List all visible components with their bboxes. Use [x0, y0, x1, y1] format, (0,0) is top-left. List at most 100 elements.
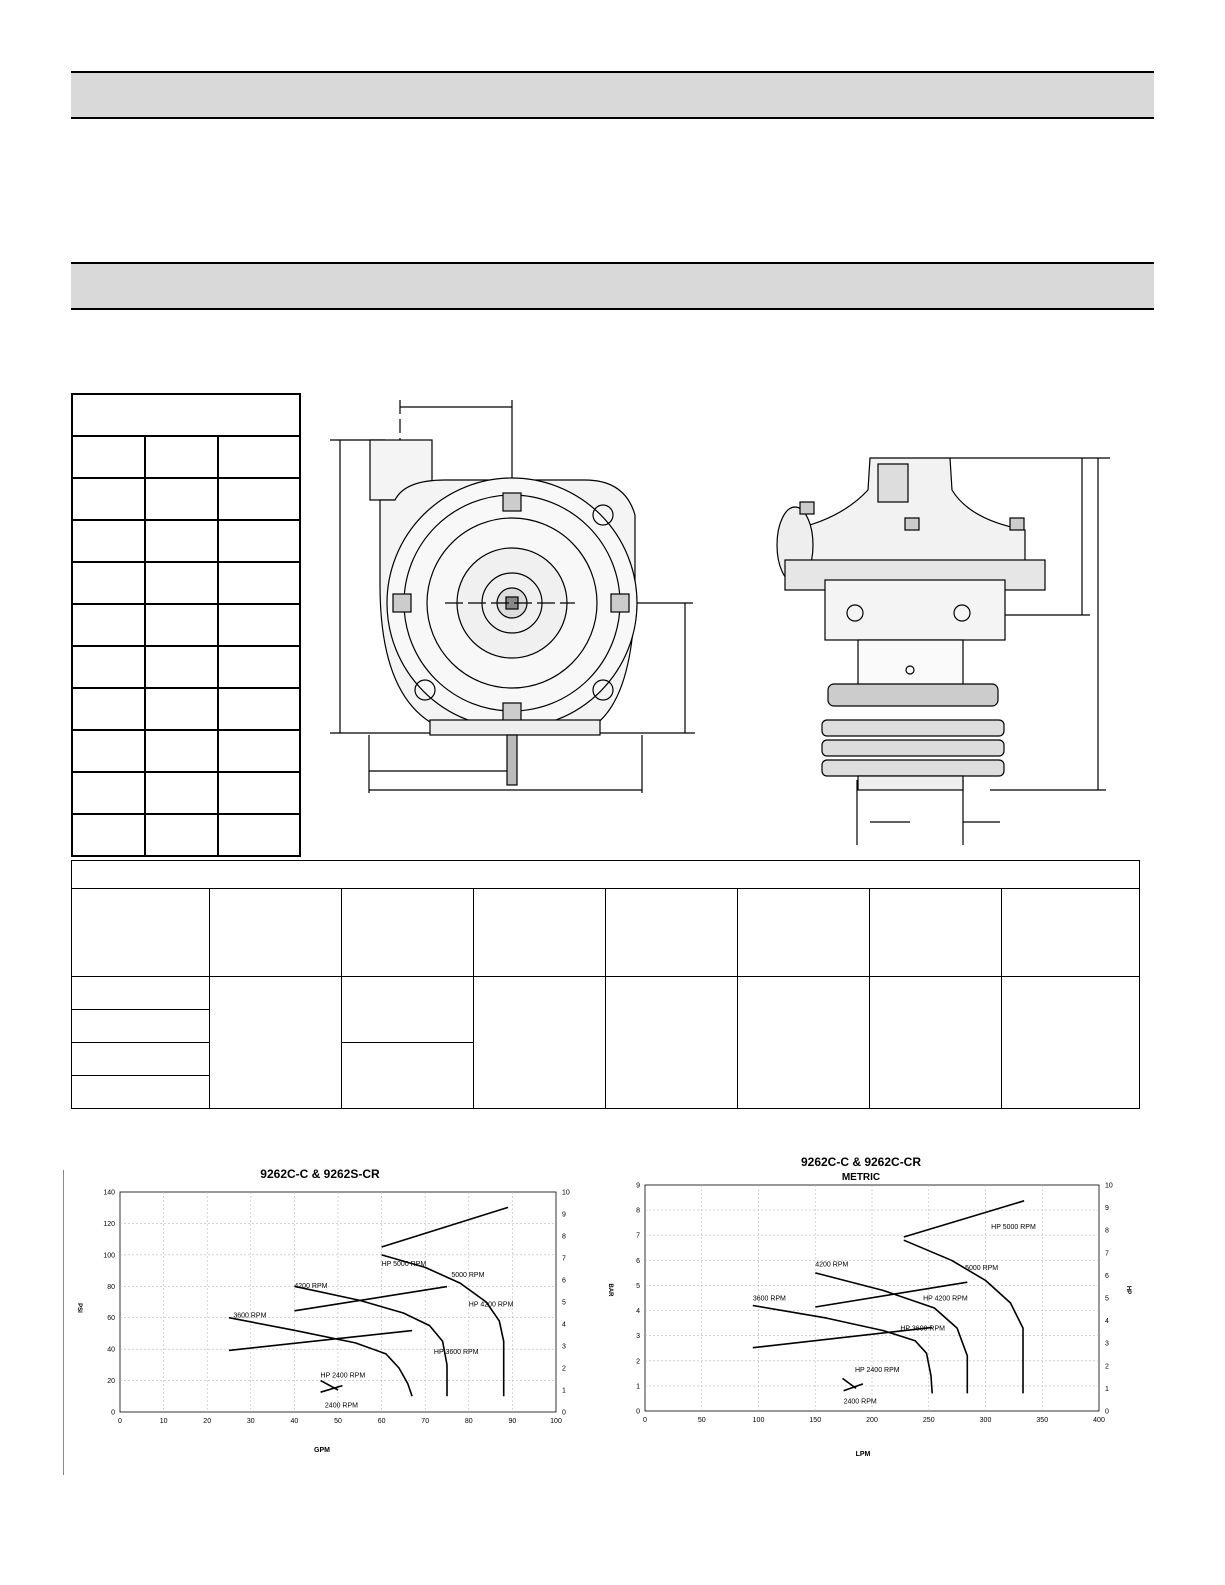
y2-tick-label: 2: [1105, 1363, 1109, 1370]
chart-title: 9262C-C & 9262C-CR: [801, 1155, 921, 1169]
series-line: [903, 1239, 1024, 1394]
series-line: [815, 1281, 968, 1308]
x-tick-label: 50: [334, 1418, 342, 1425]
x-tick-label: 60: [378, 1418, 386, 1425]
y2-tick-label: 9: [1105, 1205, 1109, 1212]
y-tick-label: 0: [636, 1409, 640, 1416]
y2-tick-label: 9: [562, 1212, 566, 1219]
x-tick-label: 10: [160, 1418, 168, 1425]
y-tick-label: 6: [636, 1258, 640, 1265]
curve-label: HP 2400 RPM: [855, 1367, 900, 1374]
y-tick-label: 60: [107, 1315, 115, 1322]
chart-y2-axis-label: HP: [1125, 1286, 1131, 1294]
x-tick-label: 90: [509, 1418, 517, 1425]
series-line: [320, 1384, 343, 1393]
y-tick-label: 5: [636, 1283, 640, 1290]
table-row: [71, 645, 301, 689]
table-row: [71, 603, 301, 647]
dimension-table-header: [71, 393, 301, 437]
series-line: [381, 1254, 505, 1397]
y2-tick-label: 4: [1105, 1318, 1109, 1325]
curve-label: 4200 RPM: [815, 1262, 848, 1269]
x-tick-label: 400: [1093, 1417, 1105, 1424]
y-tick-label: 0: [111, 1410, 115, 1417]
chart-subtitle: METRIC: [842, 1172, 880, 1183]
table-row: [71, 771, 301, 815]
x-tick-label: 80: [465, 1418, 473, 1425]
table-row: [71, 687, 301, 731]
x-tick-label: 70: [421, 1418, 429, 1425]
y2-tick-label: 1: [562, 1388, 566, 1395]
curve-label: 4200 RPM: [294, 1283, 327, 1290]
y-tick-label: 8: [636, 1208, 640, 1215]
table-row: [71, 1009, 1140, 1043]
y2-tick-label: 7: [1105, 1250, 1109, 1257]
x-tick-label: 20: [203, 1418, 211, 1425]
y-tick-label: 120: [103, 1221, 115, 1228]
table-row: [71, 976, 1140, 1109]
x-tick-label: 100: [753, 1417, 765, 1424]
chart-y-axis-label: BAR: [607, 1284, 613, 1298]
y2-tick-label: 8: [1105, 1228, 1109, 1235]
curve-label: HP 4200 RPM: [469, 1302, 514, 1309]
y2-tick-label: 6: [1105, 1273, 1109, 1280]
y2-tick-label: 3: [1105, 1341, 1109, 1348]
curve-label: HP 5000 RPM: [991, 1224, 1036, 1231]
x-tick-label: 100: [550, 1418, 562, 1425]
table-row: [71, 813, 301, 857]
curve-label: 3600 RPM: [753, 1296, 786, 1303]
x-tick-label: 50: [698, 1417, 706, 1424]
series-line: [294, 1285, 448, 1312]
margin-rule: [63, 1170, 64, 1475]
table-row: [71, 561, 301, 605]
y-tick-label: 7: [636, 1233, 640, 1240]
series-line: [903, 1200, 1025, 1238]
series-line: [752, 1304, 933, 1394]
y2-tick-label: 5: [562, 1300, 566, 1307]
curve-label: HP 4200 RPM: [923, 1296, 968, 1303]
series-line: [228, 1316, 413, 1397]
section-header-band-2: [71, 262, 1154, 310]
spec-table: [71, 860, 1140, 1109]
curve-label: 5000 RPM: [451, 1272, 484, 1279]
spec-table-header-row: [71, 888, 1140, 977]
series-line: [752, 1326, 933, 1349]
dimension-table: [71, 393, 301, 857]
y2-tick-label: 3: [562, 1344, 566, 1351]
y-tick-label: 3: [636, 1333, 640, 1340]
y2-tick-label: 1: [1105, 1386, 1109, 1393]
x-tick-label: 30: [247, 1418, 255, 1425]
x-tick-label: 250: [923, 1417, 935, 1424]
curve-label: HP 5000 RPM: [382, 1261, 427, 1268]
series-line: [228, 1329, 413, 1352]
y2-tick-label: 8: [562, 1234, 566, 1241]
series-line: [381, 1206, 509, 1248]
x-tick-label: 40: [291, 1418, 299, 1425]
y2-tick-label: 6: [562, 1278, 566, 1285]
chart-title: 9262C-C & 9262S-CR: [260, 1167, 380, 1181]
chart-x-axis-label: GPM: [314, 1447, 330, 1454]
chart-y-axis-label: PSI: [76, 1303, 82, 1313]
y-tick-label: 100: [103, 1252, 115, 1259]
y2-tick-label: 0: [1105, 1409, 1109, 1416]
curve-label: 2400 RPM: [844, 1398, 877, 1405]
section-header-band-1: [71, 71, 1154, 119]
y-tick-label: 20: [107, 1378, 115, 1385]
series-line: [815, 1272, 969, 1394]
curve-label: HP 3600 RPM: [434, 1349, 479, 1356]
series-line: [843, 1383, 864, 1392]
pump-side-view-drawing: [776, 457, 1110, 845]
pump-front-view-drawing: [330, 400, 695, 793]
y-tick-label: 1: [636, 1383, 640, 1390]
y2-tick-label: 10: [562, 1190, 570, 1197]
y-tick-label: 80: [107, 1284, 115, 1291]
y-tick-label: 140: [103, 1190, 115, 1197]
x-tick-label: 0: [118, 1418, 122, 1425]
x-tick-label: 350: [1036, 1417, 1048, 1424]
curve-label: HP 3600 RPM: [900, 1326, 945, 1333]
y2-tick-label: 7: [562, 1256, 566, 1263]
y2-tick-label: 2: [562, 1366, 566, 1373]
y-tick-label: 9: [636, 1183, 640, 1190]
